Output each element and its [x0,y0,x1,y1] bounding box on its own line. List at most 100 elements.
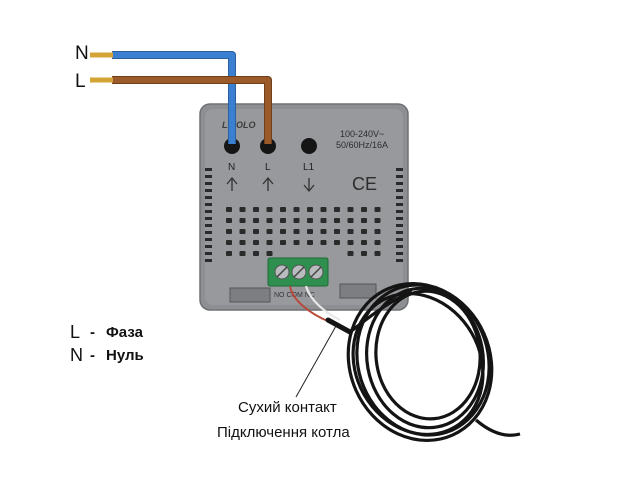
arrow-up-icon [262,176,274,191]
vent-slot [205,196,212,199]
screw-icon [291,264,307,280]
vent-slot [205,238,212,241]
legend-dash-l: - [90,324,95,341]
relay-wire-red [289,285,331,323]
vent-hole [334,207,340,212]
vent-hole [293,207,300,212]
vent-hole [239,240,246,245]
vent-hole [320,218,327,223]
vent-slot [396,203,403,206]
vent-hole [334,229,340,234]
vent-hole [361,251,367,256]
vent-slot [205,182,212,185]
vent-hole [347,229,354,234]
vent-slot [396,245,403,248]
vent-hole [253,229,259,234]
mounting-slot [339,283,377,299]
vent-hole [226,240,232,245]
vent-hole [253,218,259,223]
vent-slot [396,259,403,262]
vent-slot [205,189,212,192]
vent-slot [205,168,212,171]
vent-hole [334,218,340,223]
vent-hole [320,229,327,234]
vent-slot [396,252,403,255]
rating-text-line1: 100-240V~ [340,129,384,139]
legend-dash-n: - [90,347,95,364]
vent-slot [205,217,212,220]
side-vents [205,168,403,262]
vent-hole [280,218,286,223]
vent-slot [205,203,212,206]
legend-letter-n: N [70,345,83,365]
vent-hole [307,207,313,212]
vent-hole [307,218,313,223]
caption-dry-contact: Сухий контакт [238,399,337,416]
vent-hole [374,240,381,245]
vent-hole [307,229,313,234]
vent-hole [347,251,354,256]
vent-hole [266,229,273,234]
line-wire-label: L [75,71,86,92]
vent-hole [361,229,367,234]
vent-slot [396,231,403,234]
vent-hole [334,240,340,245]
vent-hole [266,207,273,212]
pointer-line [295,325,337,398]
vent-slot [396,238,403,241]
vent-hole [320,207,327,212]
vent-slot [205,245,212,248]
vent-slot [396,189,403,192]
caption-boiler-connection: Підключення котла [217,424,350,441]
vent-slot [396,182,403,185]
vent-slot [396,168,403,171]
terminal-n-label: N [228,162,235,173]
vent-hole [226,218,232,223]
vent-slot [205,252,212,255]
vent-hole [280,240,286,245]
vent-hole [280,207,286,212]
vent-hole [307,240,313,245]
vent-hole [226,229,232,234]
vent-hole [347,240,354,245]
vent-hole [266,218,273,223]
vent-hole [374,229,381,234]
vent-hole [374,218,381,223]
legend-text-neutral: Нуль [106,347,144,364]
vent-hole [239,207,246,212]
terminal-l-label: L [265,162,271,173]
legend-letter-l: L [70,322,81,342]
vent-hole [253,251,259,256]
vent-slot [205,210,212,213]
rating-text-line2: 50/60Hz/16A [336,140,388,150]
vent-hole [374,207,381,212]
vent-hole [280,229,286,234]
vent-hole [320,240,327,245]
vent-hole [293,229,300,234]
vent-slot [396,196,403,199]
vent-hole [361,218,367,223]
arrow-down-icon [303,178,315,193]
vent-slot [396,210,403,213]
terminal-l1-label: L1 [303,162,315,173]
neutral-wire-label: N [75,43,89,64]
vent-hole [226,251,232,256]
vent-hole [266,251,273,256]
relay-wire-white [304,285,341,321]
vent-hole [253,240,259,245]
coiled-cable [346,281,521,443]
legend-text-phase: Фаза [106,324,143,341]
vent-hole [347,207,354,212]
cable-jacket [325,317,353,335]
vent-hole [361,207,367,212]
vent-slot [205,224,212,227]
vent-hole [226,207,232,212]
vent-slot [205,259,212,262]
vent-slot [396,224,403,227]
vent-hole [239,218,246,223]
vent-hole [253,207,259,212]
screw-icon [274,264,290,280]
vent-hole [239,229,246,234]
vent-slot [396,175,403,178]
